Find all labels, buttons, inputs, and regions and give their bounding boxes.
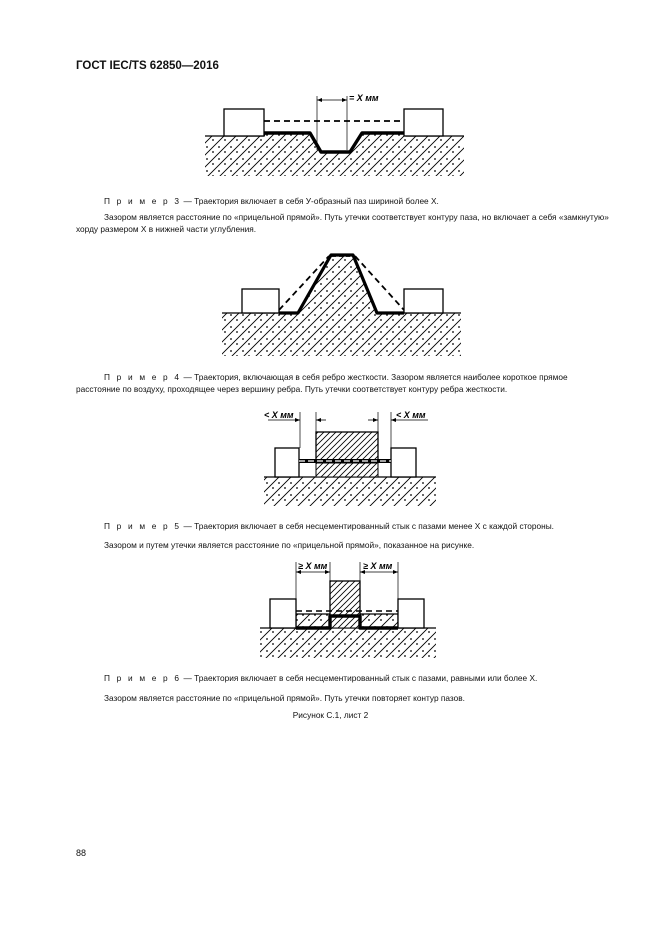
example-6-paragraph: П р и м е р 6 — Траектория включает в се… xyxy=(104,673,538,683)
conductor-left xyxy=(269,598,297,629)
clearance-line xyxy=(278,255,405,311)
conductor-left xyxy=(274,447,300,478)
example-4-paragraph: П р и м е р 4 — Траектория, включающая в… xyxy=(76,372,568,394)
example-3-paragraph: П р и м е р 3 — Траектория включает в се… xyxy=(104,196,439,206)
page-number: 88 xyxy=(76,848,87,858)
insulating-part-upper xyxy=(315,431,379,461)
insulating-base xyxy=(264,476,436,506)
dimension-label-left: ≥ X мм xyxy=(298,561,328,571)
example-3-note: Зазором является расстояние по «прицельн… xyxy=(76,212,609,234)
insulating-part-lower xyxy=(315,462,379,478)
document-header: ГОСТ IEC/TS 62850—2016 xyxy=(76,60,219,72)
dimension-label-right: < X мм xyxy=(396,410,426,420)
conductor-left xyxy=(223,108,265,137)
insulating-part xyxy=(329,580,361,617)
insulating-part-lower xyxy=(329,615,361,629)
dimension-label-left: < X мм xyxy=(264,410,294,420)
dimension-label: = X мм xyxy=(349,93,379,103)
conductor-left xyxy=(241,288,280,314)
figure-caption: Рисунок С.1, лист 2 xyxy=(292,710,369,720)
insulating-base xyxy=(205,132,464,176)
creepage-path xyxy=(279,253,404,315)
dimension-label-right: ≥ X мм xyxy=(363,561,393,571)
figure-joint-narrow-grooves: < X мм < X мм xyxy=(264,410,436,506)
example-5-note: Зазором и путем утечки является расстоян… xyxy=(104,540,475,550)
example-5-paragraph: П р и м е р 5 — Траектория включает в се… xyxy=(104,521,554,531)
creepage-path xyxy=(296,614,398,630)
figure-v-groove: = X мм xyxy=(205,93,464,176)
figure-rib xyxy=(222,253,461,356)
conductor-right xyxy=(390,447,417,478)
conductor-right xyxy=(397,598,425,629)
conductor-right xyxy=(403,108,444,137)
figure-joint-wide-grooves: ≥ X мм ≥ X мм xyxy=(260,561,436,658)
creepage-path xyxy=(264,131,404,154)
example-6-note: Зазором является расстояние по «прицельн… xyxy=(104,693,465,703)
conductor-right xyxy=(403,288,444,314)
